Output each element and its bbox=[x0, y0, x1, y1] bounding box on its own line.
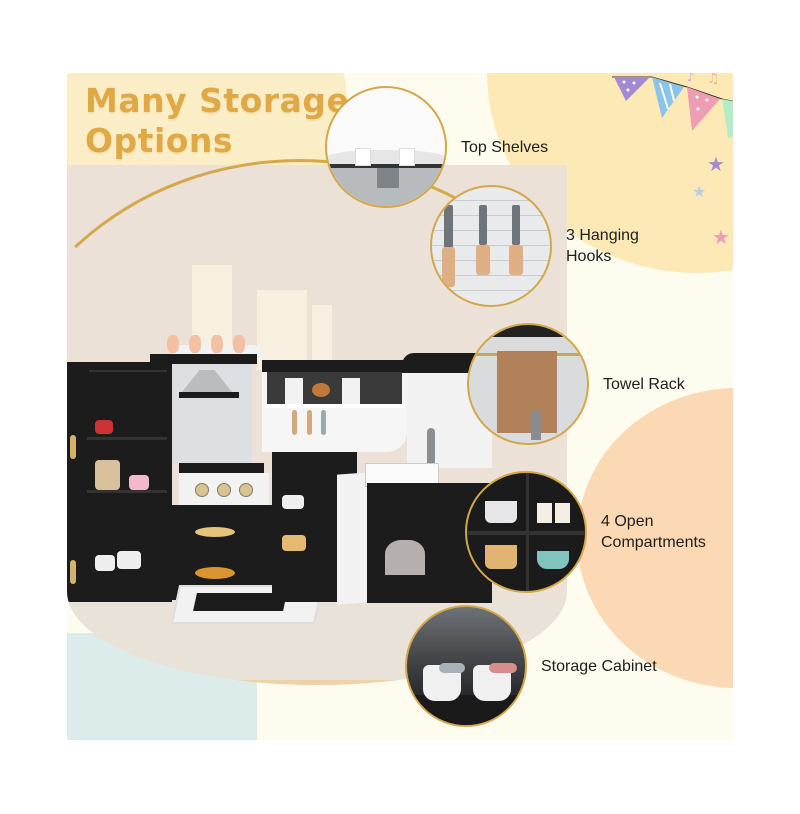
product-infographic: ♪ ♫ ★ ★ ★ Many Storage Options bbox=[67, 73, 733, 740]
hanging-hooks-image bbox=[430, 185, 552, 307]
open-compartments-image bbox=[465, 471, 587, 593]
title-line-2: Options bbox=[85, 121, 234, 160]
callout-label: Storage Cabinet bbox=[541, 657, 657, 675]
star-decoration: ★ bbox=[692, 184, 707, 201]
star-decoration: ★ bbox=[707, 154, 725, 176]
play-kitchen bbox=[67, 335, 497, 625]
callout-open-compartments: 4 Open Compartments bbox=[465, 471, 706, 593]
callout-top-shelves: Top Shelves bbox=[325, 86, 548, 208]
title-line-1: Many Storage bbox=[85, 81, 350, 120]
callout-storage-cabinet: Storage Cabinet bbox=[405, 605, 657, 727]
svg-text:♪: ♪ bbox=[687, 73, 695, 84]
storage-cabinet-image bbox=[405, 605, 527, 727]
callout-label: Top Shelves bbox=[461, 138, 549, 156]
callout-label: 3 Hanging Hooks bbox=[566, 227, 639, 265]
callout-label: Towel Rack bbox=[603, 375, 685, 393]
top-shelves-image bbox=[325, 86, 447, 208]
callout-towel-rack: Towel Rack bbox=[467, 323, 685, 445]
page-title: Many Storage Options bbox=[85, 81, 349, 161]
towel-rack-image bbox=[467, 323, 589, 445]
bunting-decoration: ♪ ♫ bbox=[612, 73, 733, 138]
callout-hanging-hooks: 3 Hanging Hooks bbox=[430, 185, 639, 307]
star-decoration: ★ bbox=[712, 227, 730, 249]
callout-label: 4 Open Compartments bbox=[601, 513, 706, 551]
svg-text:♫: ♫ bbox=[707, 73, 720, 87]
